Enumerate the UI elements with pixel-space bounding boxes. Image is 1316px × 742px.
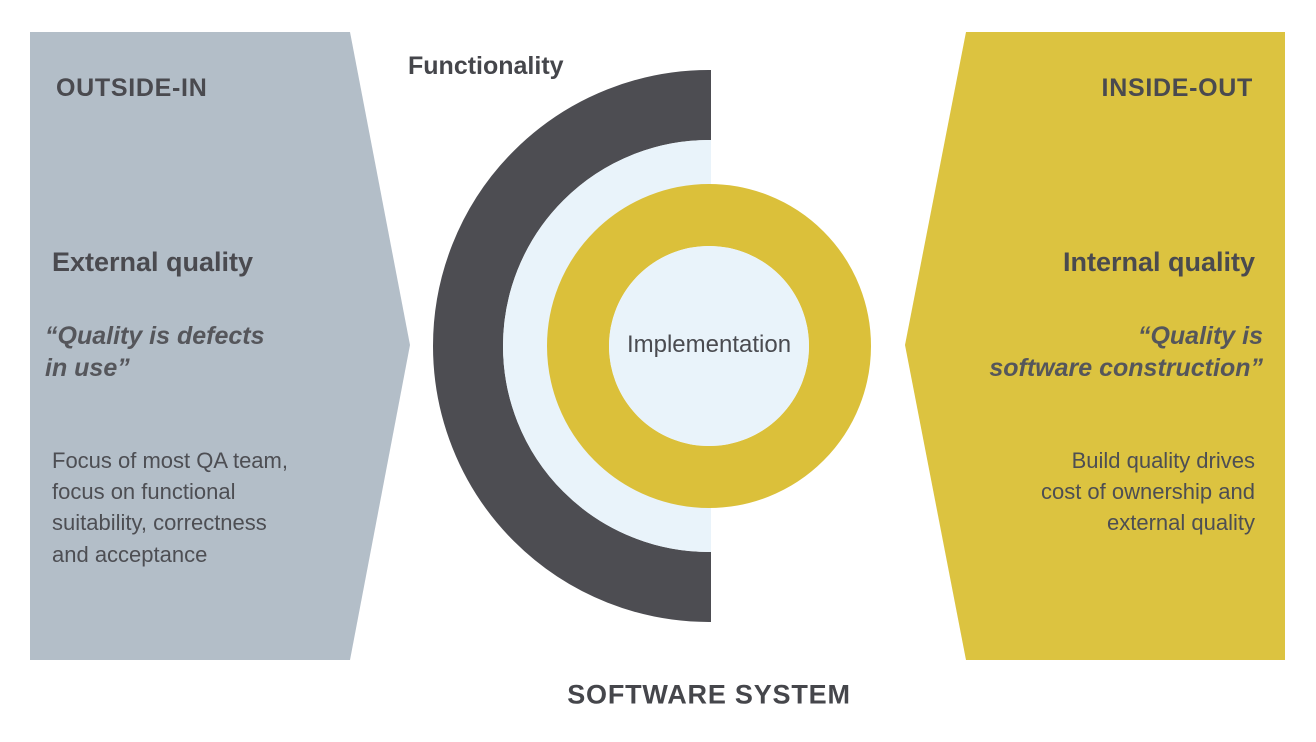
label-implementation: Implementation	[626, 331, 792, 358]
panel-inside-out: INSIDE-OUT Internal quality “Quality is …	[905, 32, 1285, 660]
panel-left-body: Focus of most QA team, focus on function…	[52, 448, 288, 567]
panel-left-quote: “Quality is defects in use”	[45, 322, 265, 382]
panel-right-shape	[905, 32, 1285, 660]
label-software-system: SOFTWARE SYSTEM	[567, 679, 851, 710]
panel-right-heading: Internal quality	[1062, 247, 1255, 277]
ring-build	[547, 184, 871, 508]
panel-right-quote: “Quality is software construction”	[989, 322, 1263, 382]
ring-implementation-core	[609, 246, 809, 446]
panel-right-body: Build quality drives cost of ownership a…	[1040, 448, 1255, 536]
panel-left-kicker: OUTSIDE-IN	[56, 74, 208, 102]
panel-left-heading: External quality	[52, 247, 254, 277]
ring-separator	[503, 140, 711, 552]
panel-right-kicker: INSIDE-OUT	[1101, 74, 1253, 102]
ring-functionality	[433, 70, 711, 622]
panel-outside-in: OUTSIDE-IN External quality “Quality is …	[30, 32, 410, 660]
panel-left-shape	[30, 32, 410, 660]
label-functionality: Functionality	[408, 52, 564, 80]
